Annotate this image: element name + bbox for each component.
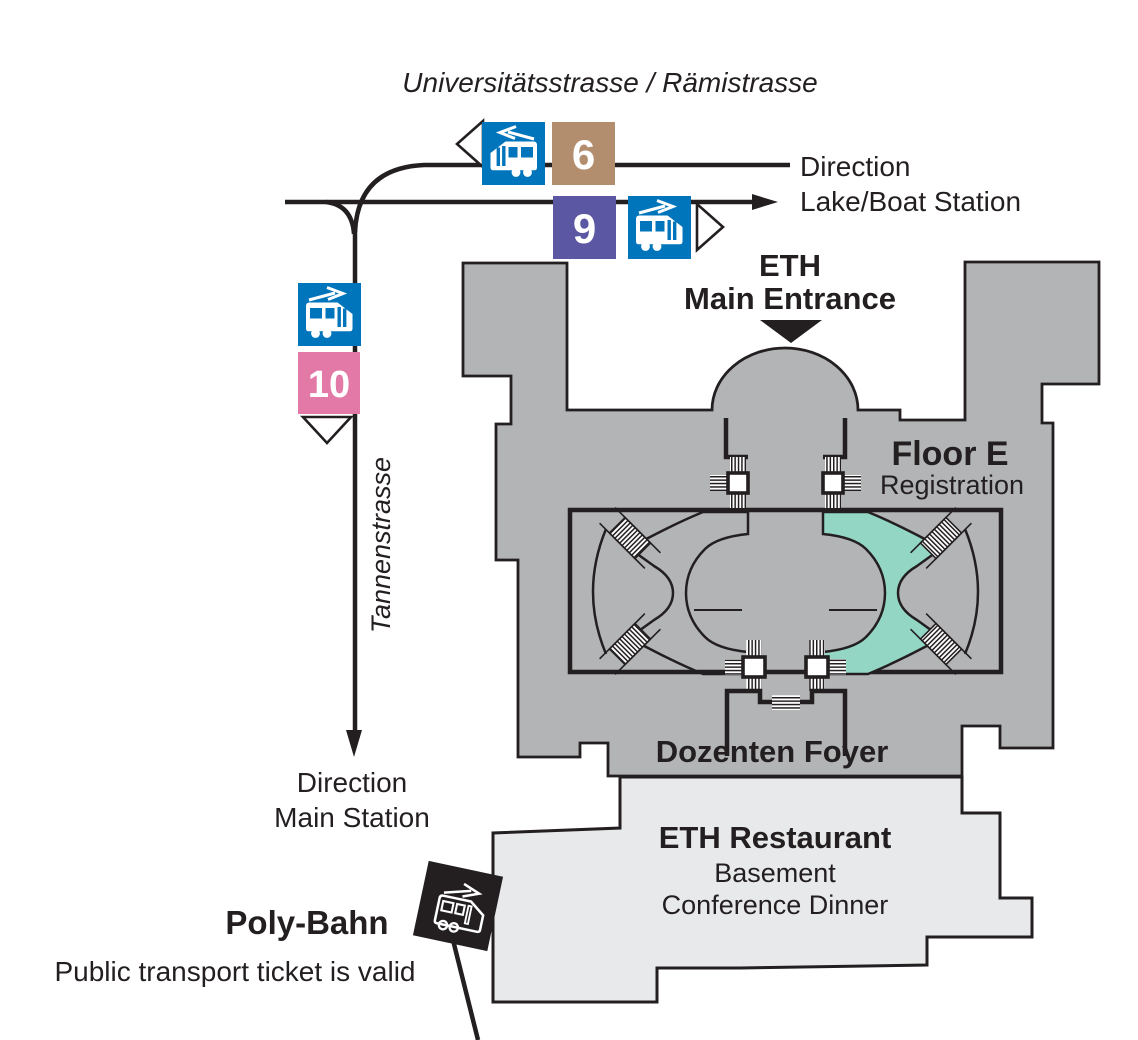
south-vestibule-stairs (772, 695, 800, 710)
stair-core-top-left (710, 457, 750, 508)
tram6-number-tile (552, 122, 615, 185)
direction-lake-line2: Lake/Boat Station (800, 186, 1021, 217)
main-building (461, 260, 1101, 778)
floor-plan (567, 418, 1004, 756)
direction-main-line2: Main Station (274, 802, 430, 833)
restaurant-line3: Conference Dinner (662, 890, 889, 920)
left-seating-arc (591, 528, 608, 655)
tram10-number-tile (298, 352, 360, 414)
south-vestibule-walls (724, 688, 848, 756)
polybahn-sign (412, 860, 504, 952)
direction-triangles (300, 118, 725, 445)
street-line-upper (352, 162, 790, 233)
tram6-number: 6 (572, 131, 595, 178)
street-branch-fillet (325, 199, 357, 235)
tram10-number: 10 (308, 364, 350, 406)
street-label-top: Universitätsstrasse / Rämistrasse (402, 67, 817, 98)
direction-main-line1: Direction (297, 767, 407, 798)
main-entrance-marker (760, 320, 822, 343)
stair-core-bottom-right (804, 640, 846, 691)
stair-core-bottom-left (725, 640, 767, 691)
tram10-direction-triangle (300, 415, 354, 445)
registration-label: Registration (880, 470, 1024, 500)
stair-block-bottom-right (910, 613, 972, 675)
polybahn-note: Public transport ticket is valid (54, 956, 415, 987)
tram9-number: 9 (573, 205, 596, 252)
polybahn-sign-tile (412, 860, 504, 952)
tram9-direction-triangle (695, 201, 725, 253)
stair-block-top-left (599, 507, 661, 569)
arrow-to-lake (752, 194, 778, 210)
tram6-direction-triangle (455, 118, 485, 170)
inner-hall-rect (567, 507, 1004, 675)
entrance-label-line2: Main Entrance (684, 281, 896, 316)
restaurant-title: ETH Restaurant (659, 820, 892, 855)
arrow-to-main-station (346, 730, 362, 757)
stair-core-top-right (821, 457, 861, 508)
entrance-label-line1: ETH (759, 248, 821, 283)
tram-line-9-stop: 9 (553, 196, 691, 259)
polybahn-track-line (449, 935, 481, 1040)
floor-label: Floor E (891, 435, 1008, 473)
stair-block-top-right (910, 507, 972, 569)
stair-block-bottom-left (599, 613, 661, 675)
polybahn-title: Poly-Bahn (225, 904, 388, 941)
direction-lake-line1: Direction (800, 151, 910, 182)
street-label-tannenstrasse: Tannenstrasse (366, 457, 396, 633)
right-seating-arc (963, 528, 980, 655)
tram-line-6-stop: 6 (482, 122, 615, 185)
tram-line-10-stop: 10 (298, 283, 361, 414)
tram9-number-tile (553, 196, 616, 259)
restaurant-line2: Basement (714, 858, 836, 888)
dozenten-foyer-label: Dozenten Foyer (656, 734, 889, 769)
left-hall-corridor-outline (626, 510, 750, 676)
registration-area-highlight (821, 510, 945, 676)
